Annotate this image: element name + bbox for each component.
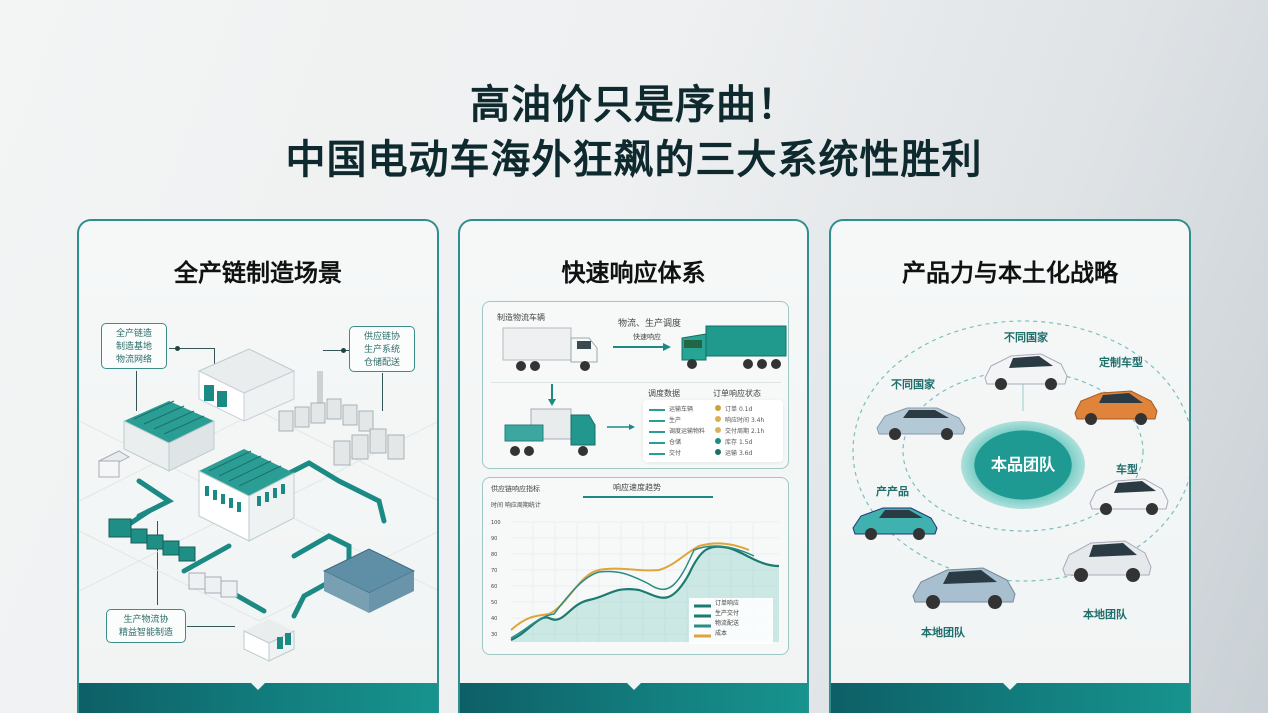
notch-icon [1002,682,1018,690]
car-blue-left-icon [876,407,966,440]
response-trend-line-chart: 100 90 80 70 60 50 40 30 [491,520,780,644]
panel-label-left: 制造物流车辆 [497,313,545,322]
svg-text:90: 90 [491,536,497,542]
label-top: 不同国家 [1004,331,1048,344]
car-silver-bottom-left-icon [912,567,1016,609]
arrow-down-icon [548,384,556,406]
card-title: 全产链制造场景 [174,259,342,287]
label-left-top: 不同国家 [891,378,935,391]
label-bottom-right: 本地团队 [1083,608,1127,621]
arrow-right-icon [607,424,635,430]
page-title: 高油价只是序曲！ 中国电动车海外狂飙的三大系统性胜利 [0,80,1268,188]
notch-icon [250,682,266,690]
panel-label-mid: 物流、生产调度 [618,319,682,329]
card-product-localization: 产品力与本土化战略 本品团队 不同国家 不同国家 定制车型 产产品 车型 本地团… [829,219,1191,713]
callout-bottom-left: 生产物流协精益智能制造 [106,609,186,643]
legend-right-title: 订单响应状态 [713,389,761,398]
teal-truck-icon [681,325,787,369]
legend-table: 运输车辆 生产 调度运输物料 仓储 交付 订单 0.1d 响应时间 3.4h 交… [643,400,783,462]
chart-subtitle: 时间 响应周期统计 [491,502,541,509]
svg-text:30: 30 [491,632,497,638]
panel-label-mid-sub: 快速响应 [633,333,661,341]
callout-top-left: 全产链造制造基地物流网络 [101,323,167,369]
svg-text:100: 100 [491,520,501,526]
title-line-1: 高油价只是序曲！ [470,82,798,128]
card-footer-band [79,682,437,713]
svg-text:40: 40 [491,616,497,622]
car-teal-left-icon [852,507,938,540]
title-line-2: 中国电动车海外狂飙的三大系统性胜利 [285,137,983,183]
legend-left-title: 调度数据 [648,389,680,398]
chart-title: 响应速度趋势 [613,483,661,492]
card-footer-band [831,682,1189,713]
factory-network-illustration [79,348,437,662]
hub-label: 本品团队 [990,455,1055,474]
car-orange-right-icon [1074,390,1158,425]
card-full-chain-manufacturing: 全产链制造场景 全产链造制造基地物流网络 供应链协生产系统仓储配送 生产物流协精… [77,219,439,713]
chart-legend: 订单响应 生产交付 物流配送 成本 [715,600,740,637]
svg-text:70: 70 [491,568,497,574]
chart-header-left: 供应链响应指标 [491,485,540,493]
callout-top-right: 供应链协生产系统仓储配送 [349,326,415,372]
notch-icon [625,682,642,690]
teal-cargo-truck-icon [504,408,596,456]
label-bottom-left: 本地团队 [921,626,965,639]
car-white-right-icon [1089,478,1169,515]
car-silver-bottom-right-icon [1062,540,1152,582]
card-title: 产品力与本土化战略 [902,259,1118,287]
white-truck-icon [502,327,598,371]
svg-text:60: 60 [491,584,497,590]
car-white-top-icon [984,353,1068,390]
logistics-panel: 制造物流车辆 物流、生产调度 快速响应 调度数据 订单响应状态 [482,301,789,469]
label-left-mid: 产产品 [876,485,909,498]
card-footer-band [460,682,807,713]
label-right-top: 定制车型 [1099,356,1143,369]
hub-circle [961,421,1085,509]
label-right-mid: 车型 [1116,463,1138,476]
arrow-right-icon [613,343,671,351]
card-title: 快速响应体系 [561,259,706,287]
card-rapid-response: 快速响应体系 制造物流车辆 物流、生产调度 快速响应 调度数据 订单响应状态 [458,219,809,713]
svg-text:80: 80 [491,552,497,558]
chart-panel: 供应链响应指标 响应速度趋势 时间 响应周期统计 100 90 80 70 60 50 40… [482,477,789,655]
svg-text:50: 50 [491,600,497,606]
